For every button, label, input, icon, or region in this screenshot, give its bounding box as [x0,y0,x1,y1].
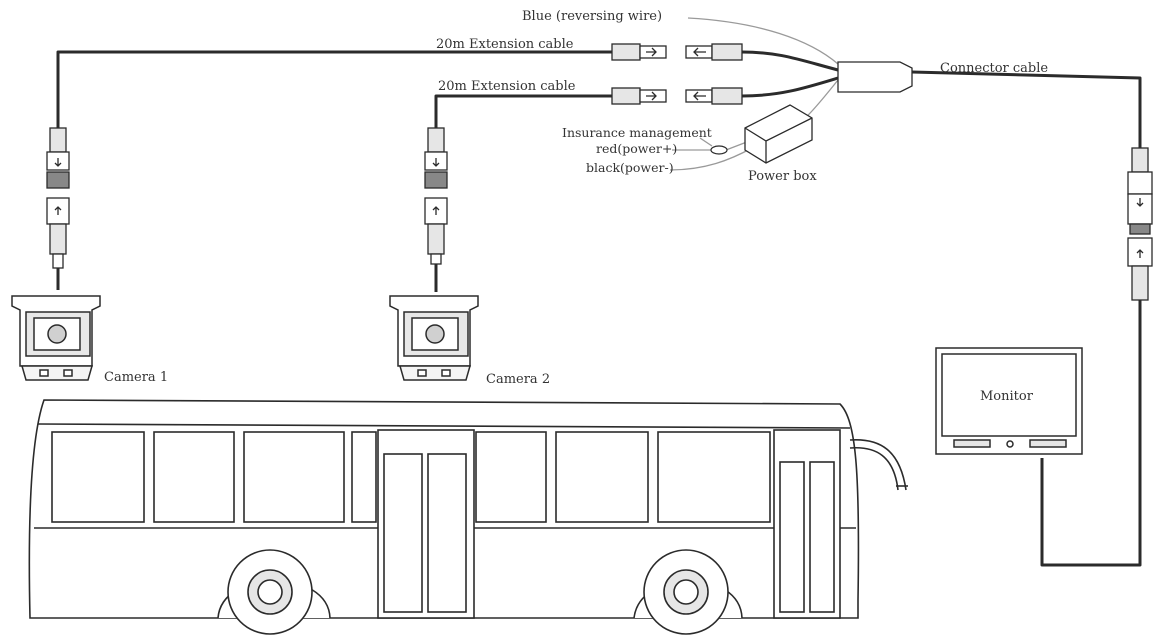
black-wire [669,147,753,171]
extension-cable-label-2: 20m Extension cable [438,79,576,94]
plug-camera-2 [424,127,448,265]
extension-cable-label-1: 20m Extension cable [436,37,574,52]
cable-to-splitter-1 [741,50,839,72]
connector-mid-right [685,87,743,105]
splitter-hub [837,61,913,93]
monitor-icon [935,347,1083,455]
connector-cable-label: Connector cable [940,61,1049,76]
cable-camera-1 [56,50,612,290]
camera-1-label: Camera 1 [104,370,169,385]
connector-top-right [685,43,743,61]
plug-camera-1 [46,127,70,269]
black-power-label: black(power-) [586,160,674,175]
camera-1-icon [11,295,101,381]
blue-reversing-wire [687,17,839,65]
monitor-label: Monitor [980,389,1033,404]
cable-camera-2 [434,94,612,292]
camera-2-label: Camera 2 [486,372,551,387]
fuse-icon [710,145,728,155]
power-box [744,104,813,164]
bus-icon [28,399,908,635]
insurance-management-label: Insurance management [562,125,712,140]
power-box-label: Power box [748,169,817,184]
plug-monitor [1127,147,1153,301]
camera-2-icon [389,295,479,381]
connector-mid-left [611,87,667,105]
cable-to-splitter-2 [741,76,839,98]
connector-cable [911,70,1142,567]
insurance-leader [699,137,713,147]
red-power-label: red(power+) [596,141,678,156]
blue-wire-label: Blue (reversing wire) [522,9,663,24]
connector-top-left [611,43,667,61]
